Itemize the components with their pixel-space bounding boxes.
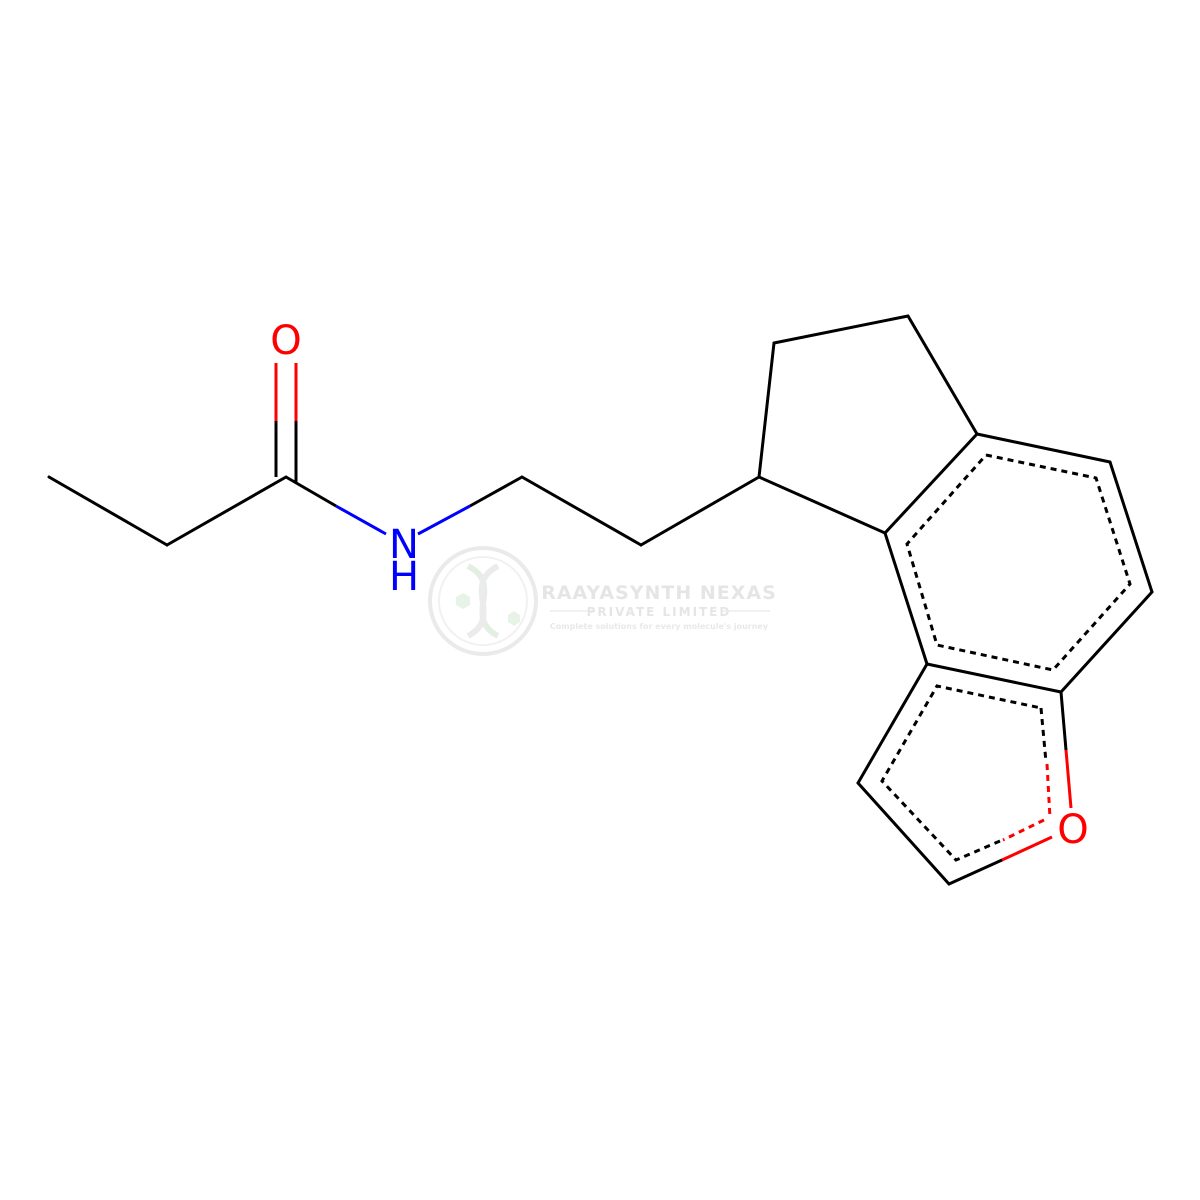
furan-aromatic-dashes-red-a [1045,763,1052,819]
bond-c1-c2 [757,341,776,479]
bond-c5a-o-red [1064,749,1073,809]
bond-c8-c7 [856,781,951,886]
bond-c7-o-red [1001,835,1053,862]
bond-c5a-c8a [925,662,1063,694]
furan-aromatic-dashes-red-b [1002,818,1045,842]
benzene-aromatic-dashes [905,453,1132,672]
watermark: RAAYASYNTH NEXAS PRIVATE LIMITED Complet… [428,546,777,656]
watermark-subtitle: PRIVATE LIMITED [587,605,732,619]
bond-c4-c5 [1108,460,1154,594]
bond-methylene-carbonyl [165,475,288,547]
cyclopentane-ring [757,314,979,535]
atom-amide-nitrogen: N [389,522,419,568]
watermark-company: RAAYASYNTH NEXAS [541,582,777,604]
bond-c2-c3 [772,314,910,345]
bond-c7-o-black [947,858,1004,886]
bond-c8a-c8 [856,662,929,785]
bond-c5a-o-black [1059,690,1068,752]
furan-aromatic-dashes-black [1039,707,1048,763]
atom-amide-hydrogen: H [389,554,419,600]
watermark-tagline: Complete solutions for every molecule's … [550,622,769,631]
bond-c3-c3a [906,314,979,436]
bond-nitrogen-ethyl-blue [417,504,471,536]
bond-c8a-c8b [883,531,929,666]
bond-c1-c8b [757,475,887,535]
bond-carbonyl-nitrogen-black [285,475,337,508]
bond-ethyl-ring [639,475,761,547]
atom-carbonyl-oxygen: O [270,318,301,364]
bond-carbonyl-nitrogen-blue [335,504,387,536]
bond-ethyl-ethyl [520,475,643,547]
bond-methyl-methylene [47,475,169,547]
furan-ring [856,662,1073,886]
dna-helix-icon [428,546,538,656]
acyl-chain [47,363,761,547]
furan-aromatic-dashes-black-b [880,684,1042,862]
bond-nitrogen-ethyl-black [469,475,523,508]
benzene-ring [883,432,1154,694]
bond-c3a-c4 [975,432,1112,464]
atom-furan-oxygen: O [1057,807,1088,853]
bond-c5-c5a [1059,590,1154,694]
bond-c8b-c3a [883,432,979,535]
